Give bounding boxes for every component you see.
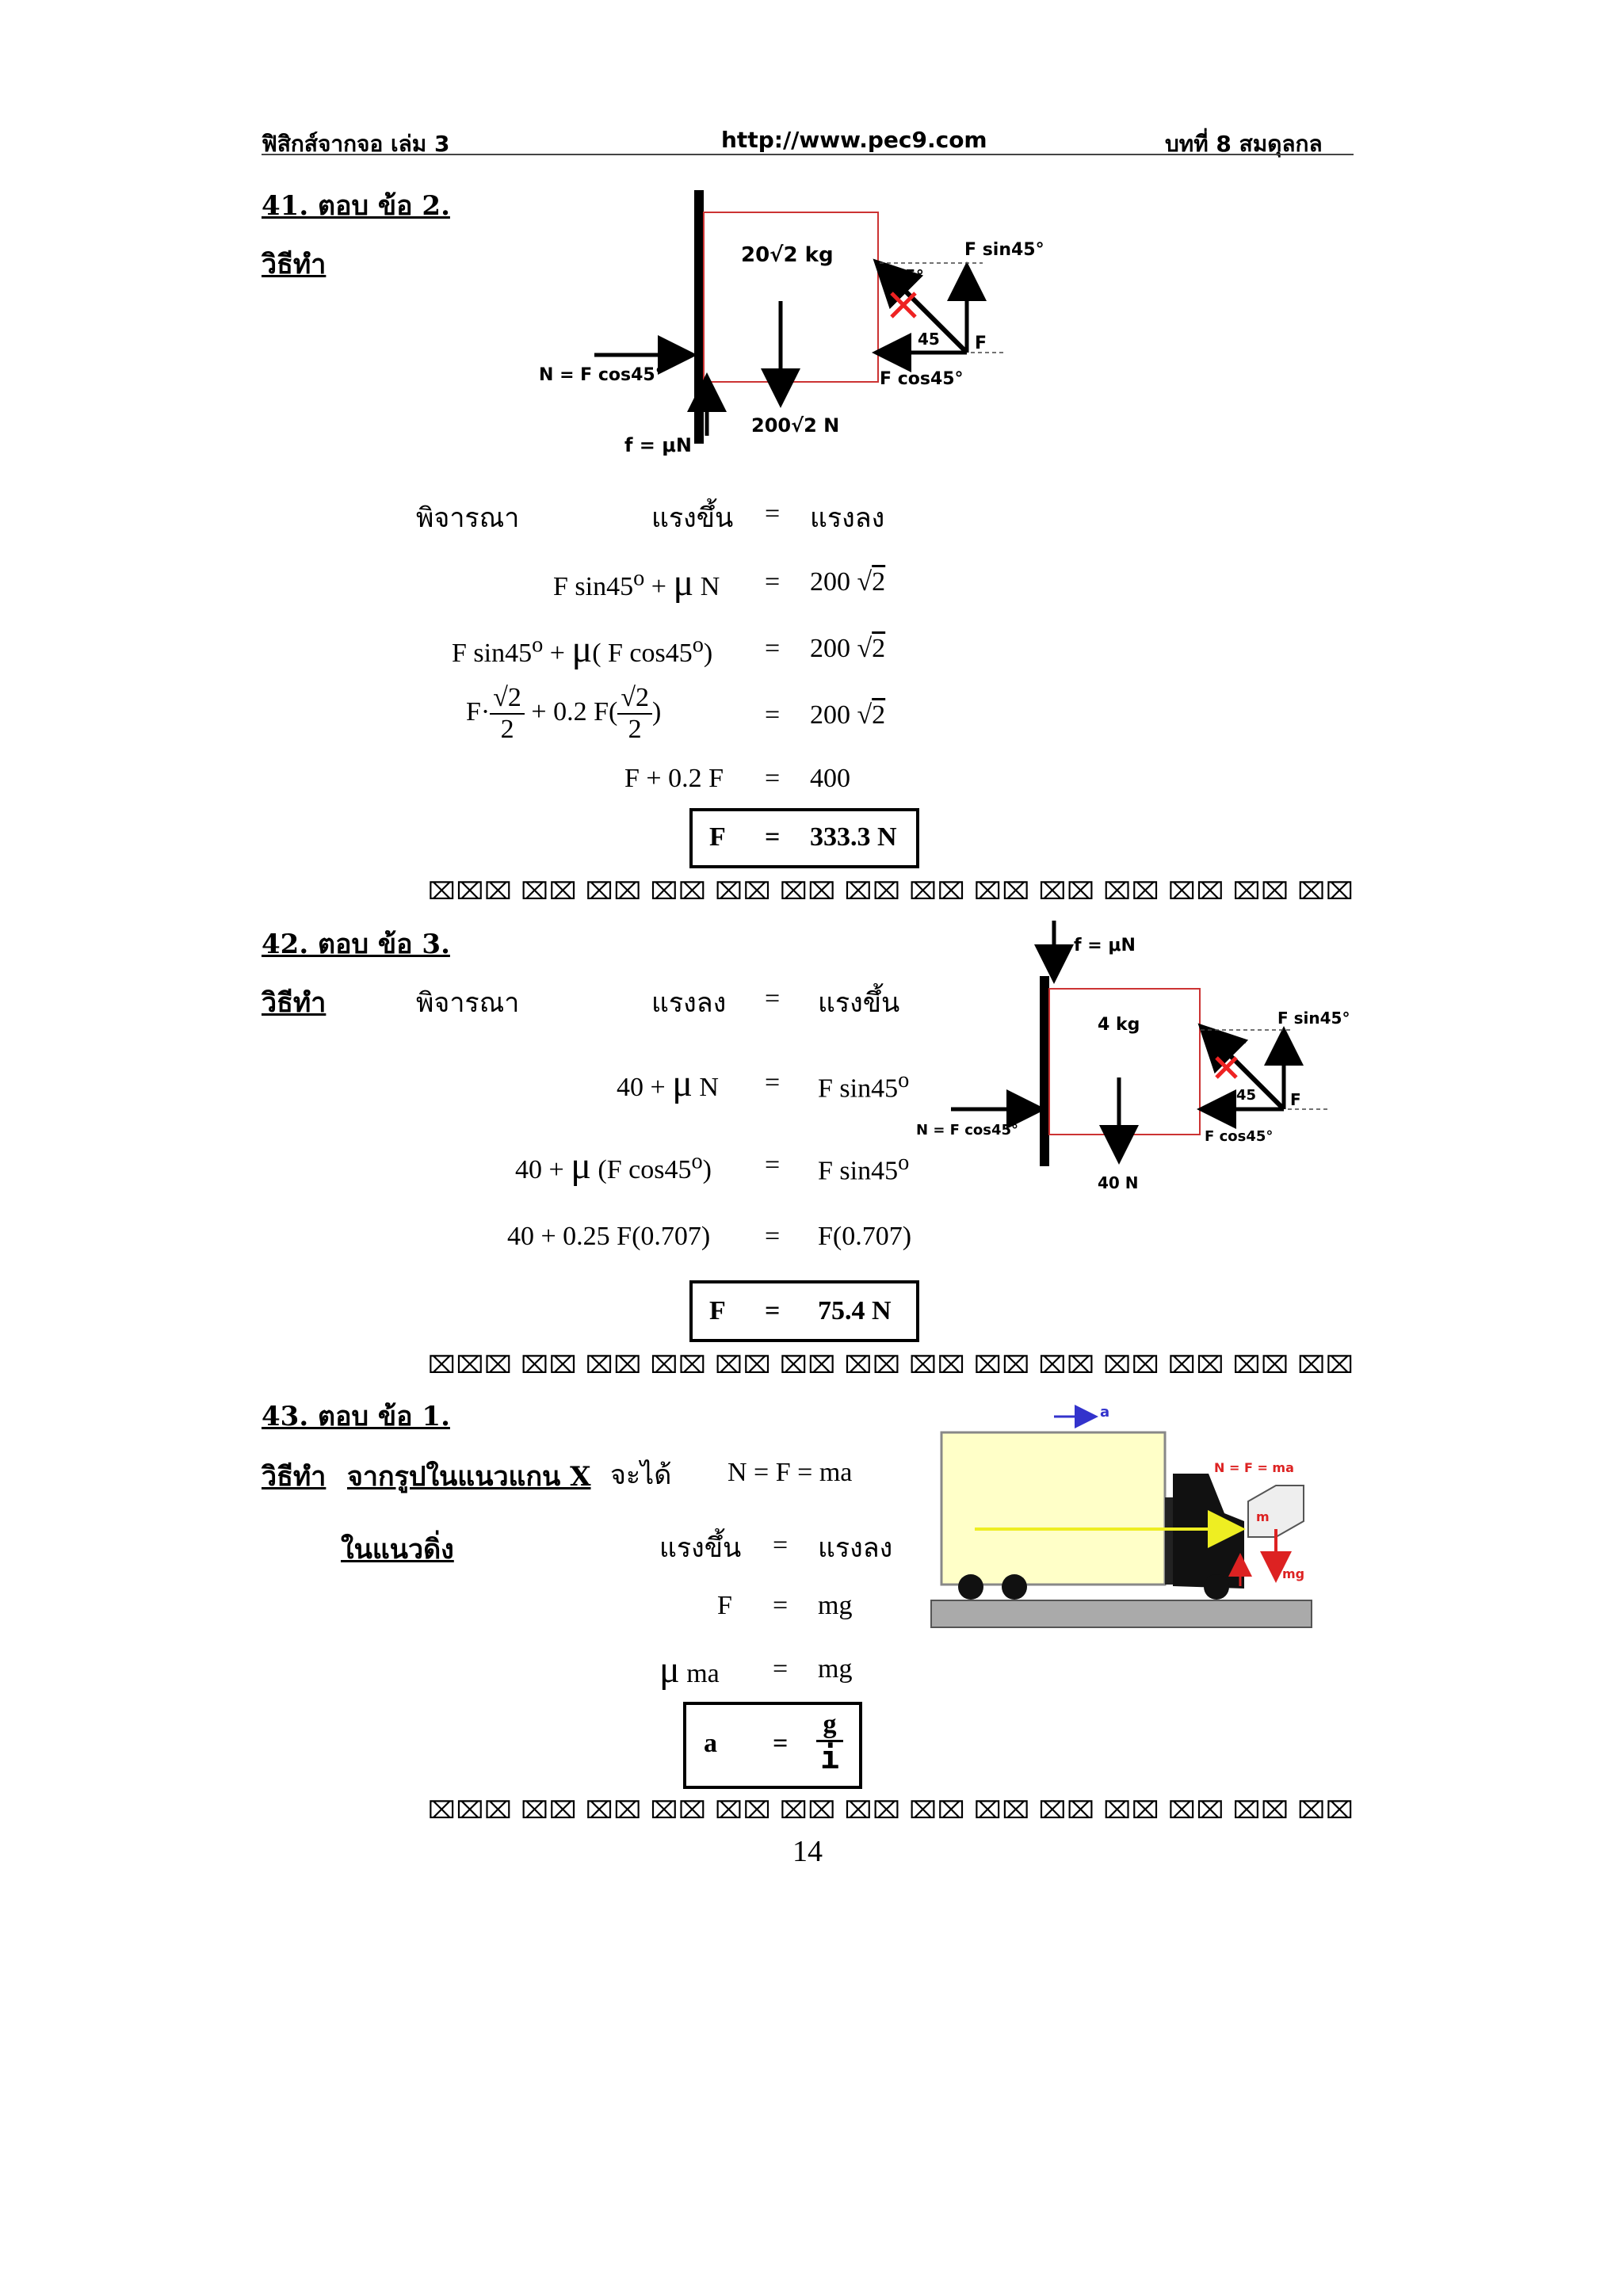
q42-eq2-equals: = xyxy=(765,1150,781,1180)
q42-eq1-left: 40 + μ N xyxy=(617,1062,719,1104)
q41-angle-bottom: 45 xyxy=(918,330,940,349)
q42-consider: พิจารณา xyxy=(416,987,520,1019)
q42-answer-var: F xyxy=(709,1296,726,1325)
q42-eq2-right: F sin45o xyxy=(818,1150,910,1186)
q41-eq4-left: F + 0.2 F xyxy=(624,764,724,793)
q43-weight-label: mg xyxy=(1282,1566,1304,1581)
q43-vertical-label: ในแนวดิ่ง xyxy=(341,1534,454,1566)
page-number: 14 xyxy=(792,1835,823,1868)
q41-eq2-left: F sin45o + μ( F cos45o) xyxy=(452,628,713,670)
q42-normal-label: N = F cos45° xyxy=(916,1122,1018,1138)
q41-mass-label: 20√2 kg xyxy=(741,243,834,267)
q42-fsin-label: F sin45° xyxy=(1277,1009,1350,1028)
q41-eq3-right: 200 √2 xyxy=(810,700,886,730)
q41-eq4-equals: = xyxy=(765,764,781,793)
q43-eq1-right: mg xyxy=(818,1591,853,1620)
header-book-title: ฟิสิกส์จากจอ เล่ม 3 xyxy=(262,131,450,157)
q41-eq1-equals: = xyxy=(765,567,781,597)
q43-answer-equals: = xyxy=(773,1729,789,1758)
q42-eq3-right: F(0.707) xyxy=(818,1222,912,1251)
separator-3: ⌧⌧⌧ ⌧⌧ ⌧⌧ ⌧⌧ ⌧⌧ ⌧⌧ ⌧⌧ ⌧⌧ ⌧⌧ ⌧⌧ ⌧⌧ ⌧⌧ ⌧⌧ … xyxy=(428,1797,1354,1825)
q41-force-label: F xyxy=(975,334,987,353)
q41-answer-equals: = xyxy=(765,822,781,852)
q43-normal-label: N = F = ma xyxy=(1214,1460,1294,1475)
q43-answer-denominator: i xyxy=(819,1740,840,1776)
q42-eq3-left: 40 + 0.25 F(0.707) xyxy=(507,1222,711,1251)
q41-eq4-right: 400 xyxy=(810,764,850,793)
q42-eq3-equals: = xyxy=(765,1222,781,1251)
q43-up-forces: แรงขึ้น xyxy=(659,1532,742,1564)
q41-up-forces: แรงขึ้น xyxy=(651,502,734,534)
q43-eq1-equals: = xyxy=(773,1591,789,1620)
q41-answer-value: 333.3 N xyxy=(810,822,897,852)
q42-answer-equals: = xyxy=(765,1296,781,1325)
q41-answer-var: F xyxy=(709,822,726,852)
q41-fcos-label: F cos45° xyxy=(880,369,964,389)
q42-up-forces: แรงขึ้น xyxy=(818,987,900,1019)
q43-answer-fraction: g i xyxy=(816,1710,843,1774)
q43-accel-label: a xyxy=(1100,1404,1109,1421)
q41-angle-top: 45° xyxy=(894,266,924,285)
q41-friction-label: f = μN xyxy=(624,434,692,456)
header-chapter: บทที่ 8 สมดุลกล xyxy=(1165,131,1323,157)
q42-weight-label: 40 N xyxy=(1098,1173,1139,1192)
q43-method-label: วิธีทำ xyxy=(262,1461,327,1493)
q41-method-label: วิธีทำ xyxy=(262,249,327,280)
q42-down-forces: แรงลง xyxy=(651,987,727,1019)
q42-friction-label: f = μN xyxy=(1074,936,1136,955)
q42-mass-label: 4 kg xyxy=(1098,1015,1140,1035)
q41-eq0-equals: = xyxy=(765,499,781,528)
q41-down-forces: แรงลง xyxy=(810,502,885,534)
q41-eq2-equals: = xyxy=(765,634,781,663)
q43-answer-var: a xyxy=(704,1729,717,1758)
q43-answer-box xyxy=(683,1702,862,1789)
q42-eq1-right: F sin45o xyxy=(818,1068,910,1104)
header-rule xyxy=(262,154,1354,155)
separator-1: ⌧⌧⌧ ⌧⌧ ⌧⌧ ⌧⌧ ⌧⌧ ⌧⌧ ⌧⌧ ⌧⌧ ⌧⌧ ⌧⌧ ⌧⌧ ⌧⌧ ⌧⌧ … xyxy=(428,878,1354,906)
q43-title: 43. ตอบ ข้อ 1. xyxy=(262,1401,450,1432)
q43-answer-numerator: g xyxy=(816,1710,843,1742)
q42-method-label: วิธีทำ xyxy=(262,987,327,1019)
q43-eq1-left: F xyxy=(717,1591,732,1620)
q42-angle-bottom: 45 xyxy=(1236,1087,1256,1104)
q42-eq1-equals: = xyxy=(765,1068,781,1097)
q41-weight-label: 200√2 N xyxy=(751,414,839,437)
header-url: http://www.pec9.com xyxy=(721,127,987,153)
separator-2: ⌧⌧⌧ ⌧⌧ ⌧⌧ ⌧⌧ ⌧⌧ ⌧⌧ ⌧⌧ ⌧⌧ ⌧⌧ ⌧⌧ ⌧⌧ ⌧⌧ ⌧⌧ … xyxy=(428,1352,1354,1379)
q42-fcos-label: F cos45° xyxy=(1205,1128,1273,1145)
q42-eq2-left: 40 + μ (F cos45o) xyxy=(515,1145,712,1187)
q43-x-axis-label: จากรูปในแนวแกน X xyxy=(347,1461,591,1493)
q41-eq1-left: F sin45o + μ N xyxy=(553,562,720,604)
q43-eq2-left: μ ma xyxy=(659,1649,720,1691)
q43-eq-h-equals: = xyxy=(773,1531,789,1560)
q41-title: 41. ตอบ ข้อ 2. xyxy=(262,190,450,222)
q41-answer-box xyxy=(689,808,919,868)
q41-consider: พิจารณา xyxy=(416,502,520,534)
q43-down-forces: แรงลง xyxy=(818,1532,893,1564)
q41-eq1-right: 200 √2 xyxy=(810,567,886,597)
q43-mass-label: m xyxy=(1256,1509,1270,1524)
q43-get-label: จะได้ xyxy=(610,1459,672,1491)
q41-eq3-equals: = xyxy=(765,700,781,730)
q43-truck-diagram: a m N = F = ma mg xyxy=(930,1404,1312,1628)
q42-eq0-equals: = xyxy=(765,984,781,1013)
q42-free-body-diagram: f = μN 4 kg 40 N N = F cos45° F sin45° 4… xyxy=(916,921,1350,1192)
q41-fsin-label: F sin45° xyxy=(964,240,1044,260)
q42-title: 42. ตอบ ข้อ 3. xyxy=(262,929,450,960)
q41-eq2-right: 200 √2 xyxy=(810,634,886,663)
q43-eq0: N = F = ma xyxy=(727,1458,853,1487)
q43-eq2-equals: = xyxy=(773,1654,789,1684)
q41-free-body-diagram: 20√2 kg 200√2 N N = F cos45° f = μN F si… xyxy=(539,190,1044,456)
q42-answer-value: 75.4 N xyxy=(818,1296,892,1325)
q43-eq2-right: mg xyxy=(818,1654,853,1684)
q41-normal-label: N = F cos45° xyxy=(539,365,664,385)
q42-force-label: F xyxy=(1290,1090,1301,1109)
q42-answer-box xyxy=(689,1280,919,1342)
q42-angle-top: 45° xyxy=(1220,1037,1247,1054)
